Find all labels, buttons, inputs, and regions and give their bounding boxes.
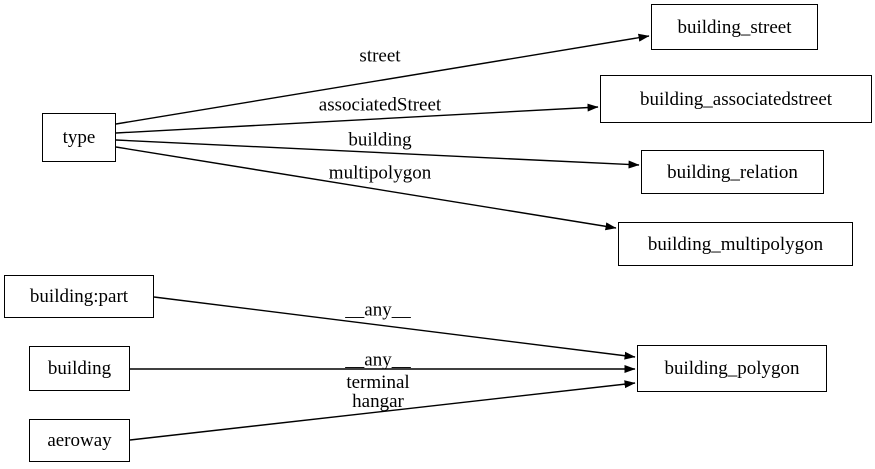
edge-label-aeroway-values: terminal hangar xyxy=(346,373,409,411)
edge-label-street: street xyxy=(359,45,401,67)
edge-label-multipolygon: multipolygon xyxy=(328,162,432,184)
node-aeroway[interactable]: aeroway xyxy=(29,419,130,462)
node-label: building_relation xyxy=(667,161,798,183)
node-building-associatedstreet[interactable]: building_associatedstreet xyxy=(600,75,872,123)
edge-label-any-part: __any__ xyxy=(345,299,411,321)
node-type[interactable]: type xyxy=(42,113,116,162)
edge-label-line-terminal: terminal xyxy=(346,372,410,393)
node-label: building:part xyxy=(29,286,129,307)
node-building-part[interactable]: building:part xyxy=(4,275,154,318)
edge-label-associatedstreet: associatedStreet xyxy=(318,94,442,116)
node-building-multipolygon[interactable]: building_multipolygon xyxy=(618,222,853,266)
edge-label-any-building: __any__ xyxy=(345,349,411,371)
edge-label-line-hangar: hangar xyxy=(352,391,404,412)
node-label: building_multipolygon xyxy=(647,233,824,255)
edge-e1 xyxy=(115,33,650,125)
node-building-street[interactable]: building_street xyxy=(651,4,818,50)
node-label: aeroway xyxy=(47,430,112,451)
edge-e5 xyxy=(153,296,636,360)
node-label: building xyxy=(47,358,112,379)
edge-e2 xyxy=(115,103,599,134)
edge-e3 xyxy=(115,139,640,169)
node-label: building_street xyxy=(677,16,792,38)
node-building[interactable]: building xyxy=(29,346,130,391)
edge-e4 xyxy=(115,146,617,231)
node-building-relation[interactable]: building_relation xyxy=(641,150,824,194)
edge-e7 xyxy=(129,380,636,441)
node-building-polygon[interactable]: building_polygon xyxy=(637,345,827,392)
node-label: building_polygon xyxy=(664,358,800,379)
edge-label-building: building xyxy=(348,129,412,151)
node-label: building_associatedstreet xyxy=(639,88,833,110)
node-label: type xyxy=(62,127,96,148)
